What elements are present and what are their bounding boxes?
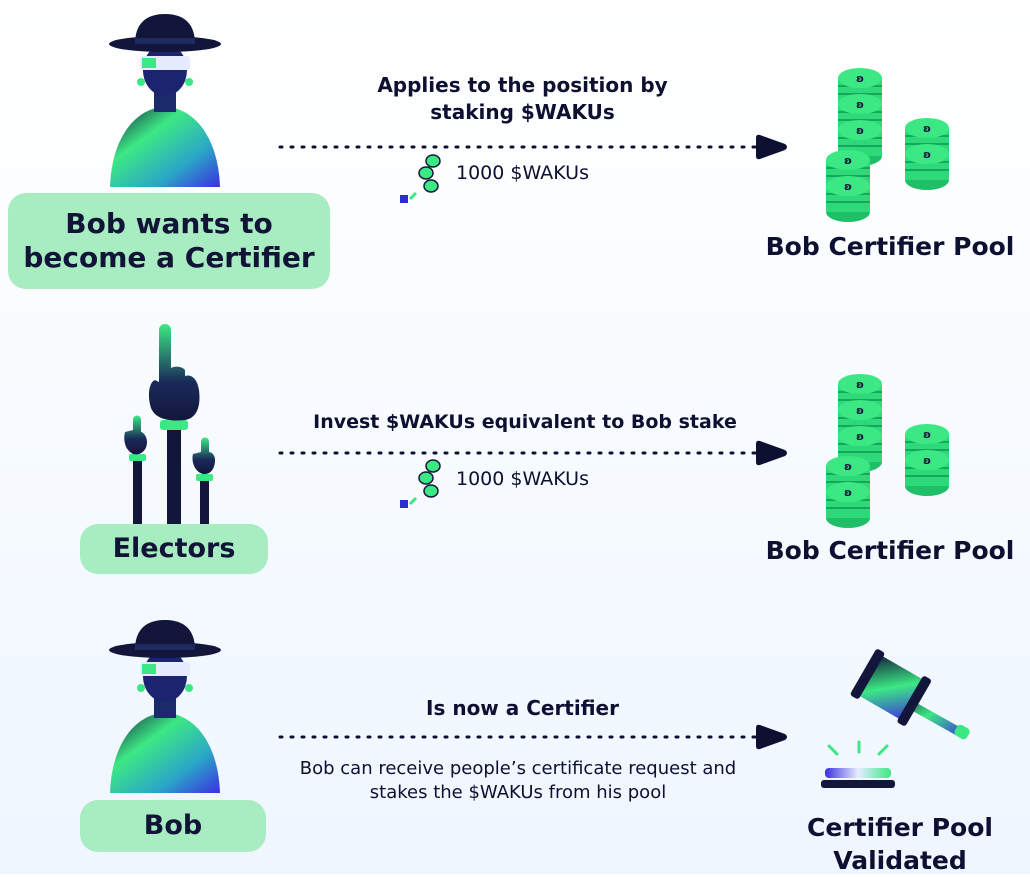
- stake-amount: 1000 $WAKUs: [456, 162, 589, 184]
- pool-label: Certifier Pool Validated: [807, 813, 993, 875]
- coin-stack-icon: [825, 67, 950, 223]
- hat-person-icon: [109, 620, 221, 793]
- stake-amount: 1000 $WAKUs: [456, 468, 589, 490]
- pool-label: Bob Certifier Pool: [765, 536, 1015, 565]
- coins-transfer-icon: [400, 459, 441, 508]
- actor-label-pill: Bob: [80, 800, 266, 852]
- arrow-connector: [278, 724, 787, 750]
- arrow-connector: [278, 134, 787, 160]
- action-title: Applies to the position by staking $WAKU…: [377, 73, 668, 124]
- coins-transfer-icon: [400, 154, 441, 203]
- actor-label-pill: Bob wants to become a Certifier: [8, 193, 330, 289]
- raised-hands-icon: [124, 324, 215, 528]
- action-title: Is now a Certifier: [426, 696, 619, 720]
- coin-stack-icon: [825, 373, 950, 529]
- hat-person-icon: [109, 14, 221, 187]
- step-description: Bob can receive people’s certificate req…: [299, 758, 737, 804]
- actor-label-pill: Electors: [80, 524, 268, 574]
- arrow-connector: [278, 440, 787, 466]
- gavel-icon: [821, 649, 970, 788]
- pool-label: Bob Certifier Pool: [765, 232, 1015, 261]
- action-title: Invest $WAKUs equivalent to Bob stake: [313, 411, 737, 433]
